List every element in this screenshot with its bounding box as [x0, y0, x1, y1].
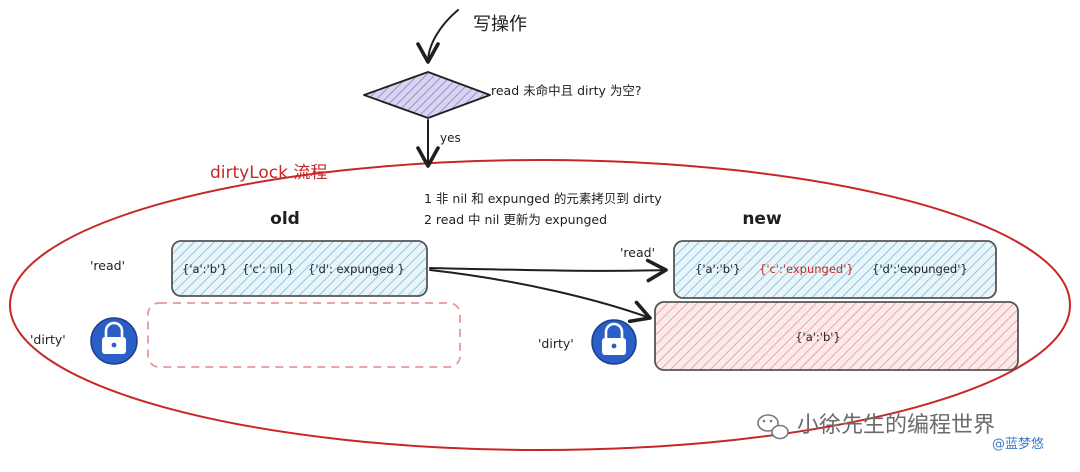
new-read-item-c: {'c':'expunged'} — [759, 262, 854, 276]
trigger-label: 写操作 — [473, 14, 527, 35]
dirtylock-region-outline — [9, 159, 1071, 451]
watermark-author: @蓝梦悠 — [992, 437, 1044, 452]
arrow-to-new-read — [429, 258, 668, 283]
arrow-to-new-dirty — [429, 269, 652, 324]
step-1: 1 非 nil 和 expunged 的元素拷贝到 dirty — [424, 191, 662, 206]
step-2: 2 read 中 nil 更新为 expunged — [424, 212, 607, 227]
watermark-account: 小徐先生的编程世界 — [797, 413, 995, 438]
new-read-box — [673, 240, 997, 299]
new-dirty-box — [654, 301, 1019, 371]
wechat-icon — [757, 414, 789, 440]
trigger-arrow — [416, 9, 459, 64]
lock-icon — [591, 319, 637, 365]
region-title: dirtyLock 流程 — [210, 163, 327, 183]
decision-diamond — [363, 71, 491, 119]
new-read-item-a: {'a':'b'} — [695, 262, 741, 276]
decision-question: read 未命中且 dirty 为空? — [491, 83, 642, 98]
new-dirty-item-a: {'a':'b'} — [795, 330, 841, 344]
new-header: new — [742, 209, 782, 229]
old-read-label: 'read' — [90, 258, 125, 273]
new-read-item-d: {'d':'expunged'} — [872, 262, 968, 276]
old-read-box — [171, 240, 428, 297]
old-read-item-a: {'a':'b'} — [182, 262, 228, 276]
old-read-item-c: {'c': nil } — [242, 262, 294, 276]
old-dirty-box-empty — [147, 302, 461, 368]
yes-label: yes — [440, 131, 461, 145]
old-header: old — [270, 209, 300, 229]
new-dirty-label: 'dirty' — [538, 336, 574, 351]
old-dirty-label: 'dirty' — [30, 332, 66, 347]
new-read-label: 'read' — [620, 245, 655, 260]
lock-icon — [90, 317, 138, 365]
old-read-item-d: {'d': expunged } — [308, 262, 405, 276]
